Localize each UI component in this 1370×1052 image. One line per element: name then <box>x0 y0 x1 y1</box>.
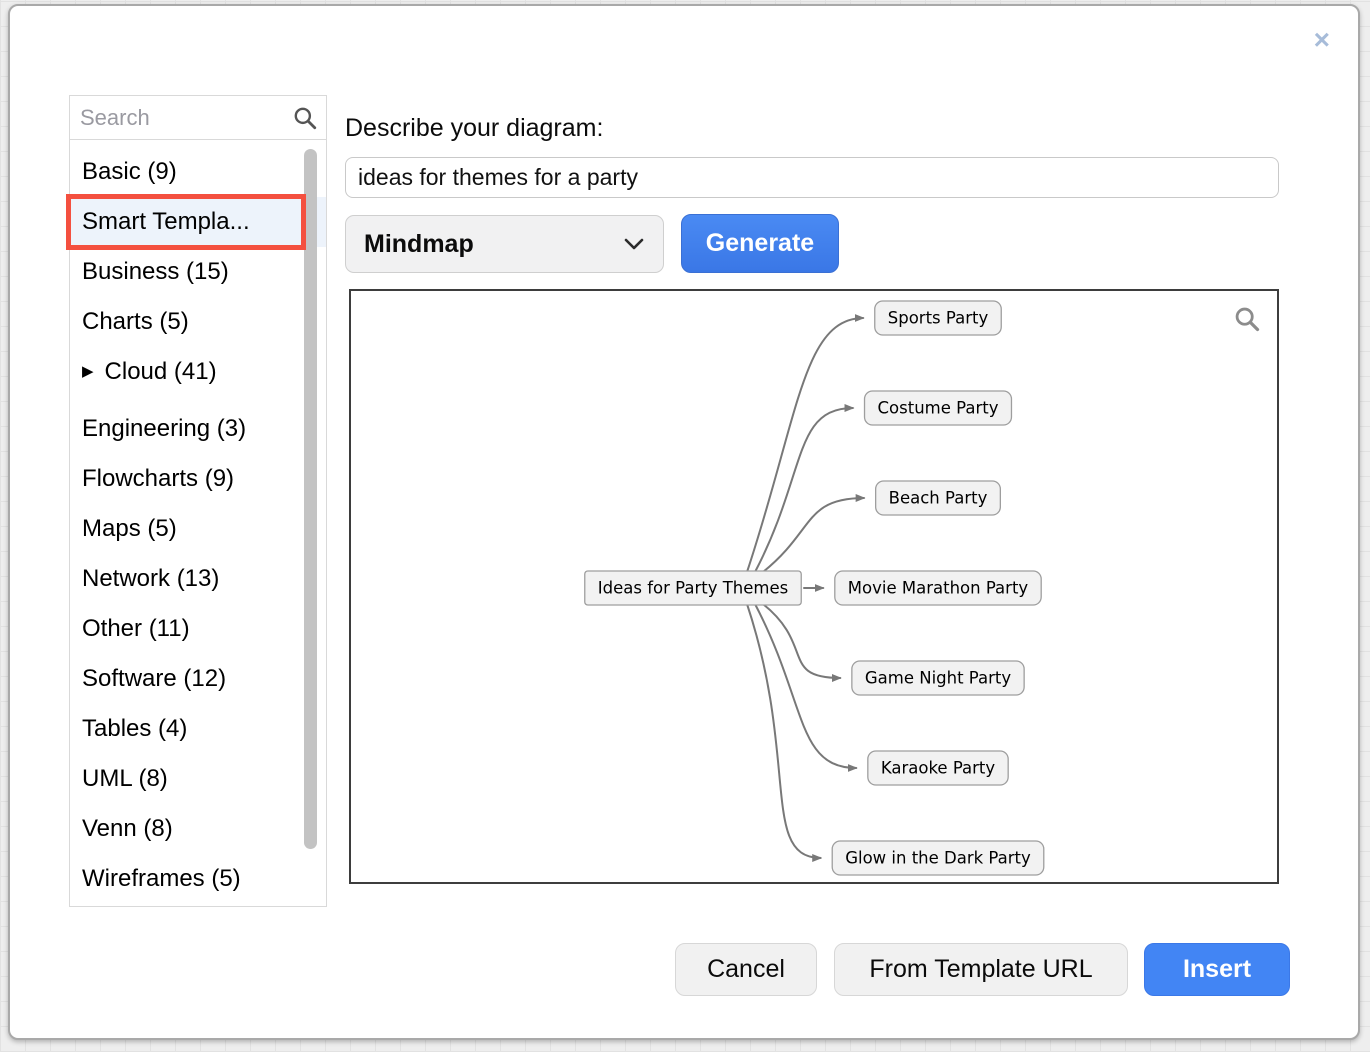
search-row <box>70 96 326 140</box>
sidebar-item-label: Smart Templa... <box>82 208 250 235</box>
search-input[interactable] <box>74 104 292 132</box>
generate-button[interactable]: Generate <box>681 214 839 273</box>
sidebar-item-label: Venn (8) <box>82 815 173 842</box>
sidebar-item-label: Maps (5) <box>82 515 177 542</box>
mindmap-node-label: Karaoke Party <box>881 759 996 778</box>
diagram-description-input[interactable] <box>345 157 1279 198</box>
sidebar-item-label: Flowcharts (9) <box>82 465 234 492</box>
search-icon <box>292 105 318 131</box>
sidebar-item-label: Basic (9) <box>82 158 177 185</box>
sidebar-item-label: Software (12) <box>82 665 226 692</box>
close-icon[interactable]: × <box>1314 26 1330 54</box>
chevron-down-icon <box>623 237 645 251</box>
sidebar-item-smart-templa[interactable]: Smart Templa... <box>70 197 326 247</box>
sidebar-item-maps-5[interactable]: Maps (5) <box>70 504 326 554</box>
sidebar-item-label: Network (13) <box>82 565 219 592</box>
sidebar-list: Basic (9) Smart Templa... Business (15) Cha… <box>70 140 326 904</box>
mindmap-node-label: Ideas for Party Themes <box>598 579 788 598</box>
sidebar-item-label: Cloud (41) <box>105 358 217 385</box>
sidebar-item-venn-8[interactable]: Venn (8) <box>70 804 326 854</box>
diagram-preview: Ideas for Party Themes Sports PartyCostum… <box>349 289 1279 884</box>
cancel-button[interactable]: Cancel <box>675 943 817 996</box>
sidebar-item-cloud-41[interactable]: ▶ Cloud (41) <box>70 347 326 397</box>
mindmap-svg: Ideas for Party Themes Sports PartyCostum… <box>351 291 1277 882</box>
sidebar-item-network-13[interactable]: Network (13) <box>70 554 326 604</box>
smart-template-dialog: × Basic (9) Smart Templa... Business (15) C… <box>8 4 1360 1040</box>
mindmap-edge <box>747 604 821 858</box>
mindmap-edge <box>755 408 854 572</box>
sidebar-item-engineering-3[interactable]: Engineering (3) <box>70 404 326 454</box>
diagram-type-value: Mindmap <box>364 230 623 259</box>
zoom-icon[interactable] <box>1233 305 1261 333</box>
mindmap-edge <box>763 604 841 678</box>
mindmap-edge <box>755 604 857 768</box>
sidebar-item-label: Engineering (3) <box>82 415 246 442</box>
from-template-url-button[interactable]: From Template URL <box>834 943 1128 996</box>
sidebar-item-label: Charts (5) <box>82 308 189 335</box>
sidebar-item-flowcharts-9[interactable]: Flowcharts (9) <box>70 454 326 504</box>
triangle-right-icon[interactable]: ▶ <box>82 363 94 380</box>
sidebar-item-label: Tables (4) <box>82 715 187 742</box>
sidebar-item-uml-8[interactable]: UML (8) <box>70 754 326 804</box>
sidebar-scrollbar-thumb[interactable] <box>304 149 317 849</box>
sidebar-item-wireframes-5[interactable]: Wireframes (5) <box>70 854 326 904</box>
mindmap-edge <box>747 318 864 572</box>
sidebar-item-business-15[interactable]: Business (15) <box>70 247 326 297</box>
sidebar-item-basic-9[interactable]: Basic (9) <box>70 147 326 197</box>
describe-diagram-label: Describe your diagram: <box>345 114 603 143</box>
template-category-sidebar: Basic (9) Smart Templa... Business (15) Cha… <box>69 95 327 907</box>
mindmap-node-label: Beach Party <box>889 489 988 508</box>
mindmap-node-label: Sports Party <box>888 309 989 328</box>
sidebar-item-label: Wireframes (5) <box>82 865 241 892</box>
mindmap-edge <box>763 498 865 572</box>
diagram-type-select[interactable]: Mindmap <box>345 215 664 273</box>
mindmap-node-label: Glow in the Dark Party <box>845 849 1031 868</box>
sidebar-item-label: Other (11) <box>82 615 190 642</box>
sidebar-item-label: UML (8) <box>82 765 168 792</box>
insert-button[interactable]: Insert <box>1144 943 1290 996</box>
sidebar-item-other-11[interactable]: Other (11) <box>70 604 326 654</box>
sidebar-item-software-12[interactable]: Software (12) <box>70 654 326 704</box>
sidebar-item-tables-4[interactable]: Tables (4) <box>70 704 326 754</box>
mindmap-node-label: Costume Party <box>878 399 999 418</box>
mindmap-node-label: Movie Marathon Party <box>848 579 1029 598</box>
sidebar-item-label: Business (15) <box>82 258 229 285</box>
mindmap-node-label: Game Night Party <box>865 669 1012 688</box>
sidebar-item-charts-5[interactable]: Charts (5) <box>70 297 326 347</box>
